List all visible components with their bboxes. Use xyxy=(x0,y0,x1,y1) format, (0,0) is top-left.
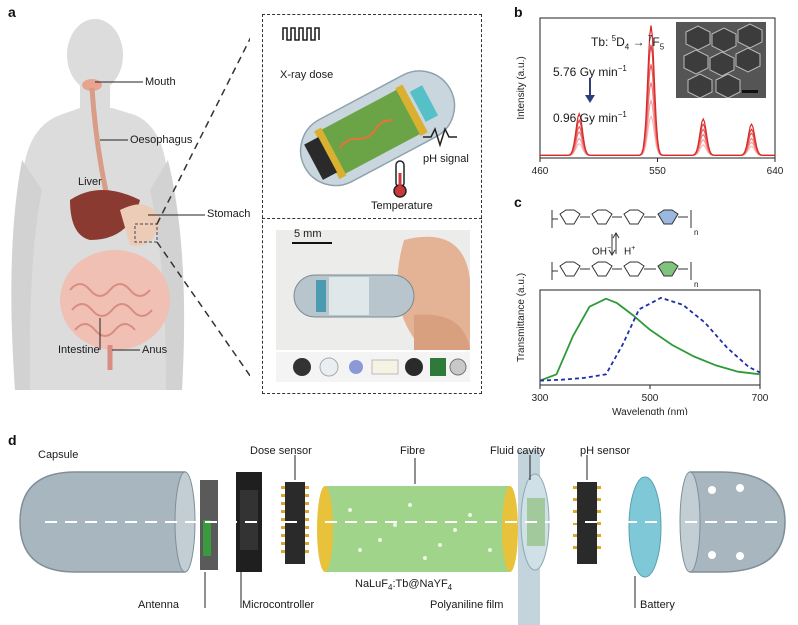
panel-d-letter: d xyxy=(8,432,17,448)
label-xray-dose: X-ray dose xyxy=(280,69,334,81)
thermometer-icon xyxy=(393,160,407,198)
ph-signal-icon xyxy=(423,127,457,148)
h-label: H+ xyxy=(624,245,636,258)
human-body-illustration xyxy=(11,19,250,390)
zoom-box-divider xyxy=(262,218,482,219)
panel-b-letter: b xyxy=(514,4,523,20)
label-ph-signal: pH signal xyxy=(423,153,469,165)
label-nanoparticle: NaLuF4:Tb@NaYF4 xyxy=(355,578,453,593)
capsule-render-illustration xyxy=(282,27,457,198)
label-scale-bar: 5 mm xyxy=(294,228,322,240)
liver-organ xyxy=(70,190,140,240)
dose-low-label: 0.96 Gy min−1 xyxy=(553,110,627,125)
label-intestine: Intestine xyxy=(58,344,100,356)
label-mouth: Mouth xyxy=(145,76,176,88)
n-subscript-top: n xyxy=(694,228,699,237)
oh-label: OH− xyxy=(592,245,612,258)
emission-spectrum-chart: 460 550 640 Intensity (a.u.) xyxy=(516,17,784,177)
solid-series-line xyxy=(539,297,761,382)
dashed-series-line xyxy=(539,296,761,382)
label-anus: Anus xyxy=(142,344,168,356)
transition-label: Tb: 5D4 → 7F5 xyxy=(591,34,665,52)
sem-inset-image xyxy=(676,22,766,98)
n-subscript-bottom: n xyxy=(694,280,699,289)
label-fluid-cavity: Fluid cavity xyxy=(490,445,546,457)
label-ph-sensor: pH sensor xyxy=(580,445,631,457)
label-antenna: Antenna xyxy=(138,599,179,611)
label-liver: Liver xyxy=(78,176,102,188)
x-tick-label: 640 xyxy=(767,166,784,177)
label-stomach: Stomach xyxy=(207,208,251,220)
label-battery: Battery xyxy=(640,599,675,611)
y-axis-label: Transmittance (a.u.) xyxy=(516,273,527,362)
label-microcontroller: Microcontroller xyxy=(242,599,315,611)
spectrum-series-line xyxy=(540,25,775,156)
label-polyaniline-film: Polyaniline film xyxy=(430,599,504,611)
x-tick-label: 700 xyxy=(752,393,769,404)
label-fibre: Fibre xyxy=(400,445,426,457)
x-tick-label: 300 xyxy=(532,393,549,404)
x-tick-label: 550 xyxy=(649,166,666,177)
x-tick-label: 460 xyxy=(532,166,549,177)
exploded-capsule-diagram xyxy=(19,450,786,625)
x-axis-label: Wavelength (nm) xyxy=(612,407,688,415)
panel-a-letter: a xyxy=(8,4,16,20)
capsule-photo xyxy=(276,230,470,382)
label-dose-sensor: Dose sensor xyxy=(250,445,312,457)
panel-c-letter: c xyxy=(514,194,522,210)
polyaniline-structure xyxy=(551,209,692,280)
y-axis-label: Intensity (a.u.) xyxy=(516,56,527,119)
capsule-zoom-box xyxy=(262,14,482,394)
label-temperature: Temperature xyxy=(371,200,433,212)
label-oesophagus: Oesophagus xyxy=(130,134,193,146)
label-capsule: Capsule xyxy=(38,449,79,461)
dose-high-label: 5.76 Gy min−1 xyxy=(553,64,627,79)
dose-arrow xyxy=(585,78,595,103)
x-tick-label: 500 xyxy=(642,393,659,404)
scale-bar xyxy=(292,242,332,244)
xray-wave-icon xyxy=(282,27,320,41)
